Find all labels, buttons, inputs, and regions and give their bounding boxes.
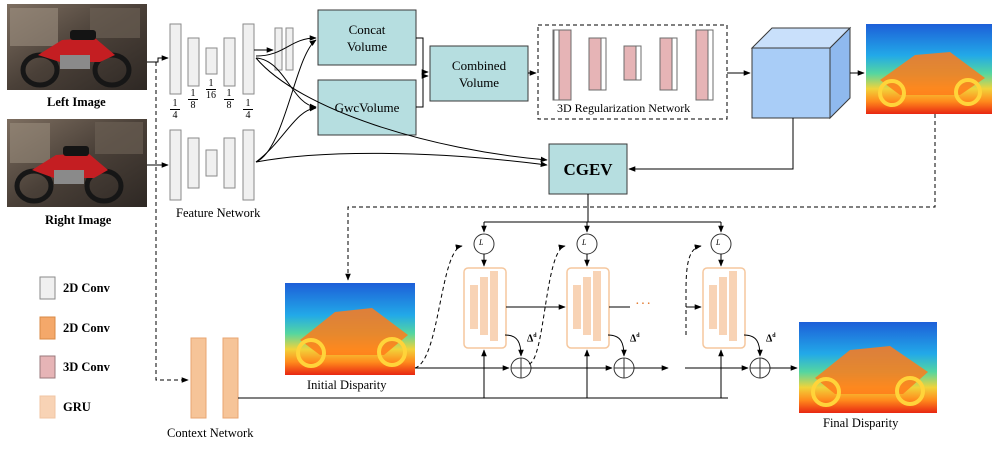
lookup-circle-1 (473, 233, 495, 255)
delta-label-2: Δd (630, 333, 640, 345)
legend-swatch-gru (39, 395, 56, 419)
lookup-symbol-2: L (582, 238, 587, 247)
feature-block (205, 149, 218, 177)
concat-volume-box (317, 9, 417, 66)
gru-unit-1 (463, 267, 507, 349)
legend-label-2d-conv-grey: 2D Conv (63, 281, 110, 295)
legend-swatch-2d-conv-grey (39, 276, 56, 300)
legend-swatch-2d-conv-orange (39, 316, 56, 340)
feature-block (223, 37, 236, 87)
initial-disparity-map (285, 283, 415, 375)
feature-block (187, 37, 200, 87)
feature-network-left-branch (169, 23, 255, 95)
feature-block (242, 129, 255, 201)
right-image (7, 119, 147, 207)
feature-block (205, 47, 218, 75)
regularization-label: 3D Regularization Network (557, 101, 691, 115)
sum-node-1 (510, 357, 532, 379)
feature-network-label: Feature Network (176, 206, 261, 220)
feature-block (169, 129, 182, 201)
3d-conv-blocks (552, 29, 714, 101)
final-disparity-label: Final Disparity (823, 416, 899, 430)
left-image-label: Left Image (47, 95, 106, 109)
delta-label-1: Δd (527, 333, 537, 345)
right-image-label: Right Image (45, 213, 112, 227)
legend-swatch-3d-conv (39, 355, 56, 379)
delta-label-3: Δd (766, 333, 776, 345)
context-network-blocks (190, 337, 239, 419)
cgev-box (548, 143, 628, 195)
left-image (7, 4, 147, 90)
initial-disparity-label: Initial Disparity (307, 378, 387, 392)
lookup-symbol-1: L (479, 238, 484, 247)
feature-block (223, 137, 236, 189)
sum-node-2 (613, 357, 635, 379)
connectors (147, 35, 865, 399)
legend-label-2d-conv-orange: 2D Conv (63, 321, 110, 335)
dashed-connectors (155, 62, 936, 383)
sum-node-3 (749, 357, 771, 379)
feature-block (242, 23, 255, 95)
lookup-circle-2 (576, 233, 598, 255)
combined-volume-box (429, 45, 529, 102)
gwc-volume-box (317, 79, 417, 136)
gru-unit-3 (702, 267, 746, 349)
gru-unit-2 (566, 267, 610, 349)
gwc-volume-label: GwcVolume (334, 100, 400, 115)
feature-block (169, 23, 182, 95)
output-disparity-top (866, 24, 992, 114)
context-network-label: Context Network (167, 426, 254, 440)
cgev-label: CGEV (563, 159, 613, 179)
regularization-frame (537, 24, 728, 120)
ellipsis: ··· (635, 297, 652, 312)
feature-network-right-branch (169, 129, 255, 201)
feature-block (187, 137, 200, 189)
legend-label-3d-conv: 3D Conv (63, 360, 110, 374)
lookup-symbol-3: L (716, 238, 721, 247)
legend-label-gru: GRU (63, 400, 91, 414)
lookup-circle-3 (710, 233, 732, 255)
cost-volume-cube (750, 26, 852, 120)
final-disparity-map (799, 322, 937, 413)
